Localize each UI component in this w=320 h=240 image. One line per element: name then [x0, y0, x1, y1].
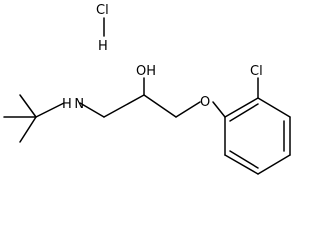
- ether-oxygen-to-ring-bond: [212, 101, 226, 118]
- ring-inner-double-bond-c1-c2: [229, 103, 259, 122]
- ether-oxygen-label: O: [200, 95, 210, 110]
- tbu-to-nitrogen-bond: [35, 102, 65, 118]
- amine-nh-label: H N: [62, 97, 84, 112]
- hydroxyl-label: OH: [136, 64, 156, 79]
- ring-bond-c2-c3: [257, 97, 291, 118]
- tbu-methyl-top-bond: [19, 94, 37, 118]
- salt-chlorine-label: Cl: [96, 3, 109, 18]
- ring-bond-c1-c2: [224, 97, 259, 118]
- structure-canvas: Cl H H N OH O Cl: [3, 3, 291, 175]
- ch2-to-choh-bond: [103, 94, 145, 118]
- chemical-structure-diagram: Cl H H N OH O Cl: [3, 3, 291, 175]
- salt-hydrogen-label: H: [98, 39, 108, 54]
- ring-bond-c4-c5: [257, 154, 291, 175]
- aryl-chlorine-label: Cl: [250, 64, 263, 79]
- ring-inner-double-bond-c5-c6: [229, 150, 259, 169]
- ch2-to-ether-oxygen-bond: [175, 101, 201, 118]
- tbu-methyl-bottom-bond: [19, 116, 37, 143]
- choh-to-ch2-bond: [143, 94, 177, 118]
- nitrogen-to-ch2-bond: [79, 102, 105, 118]
- ring-bond-c5-c6: [224, 154, 259, 175]
